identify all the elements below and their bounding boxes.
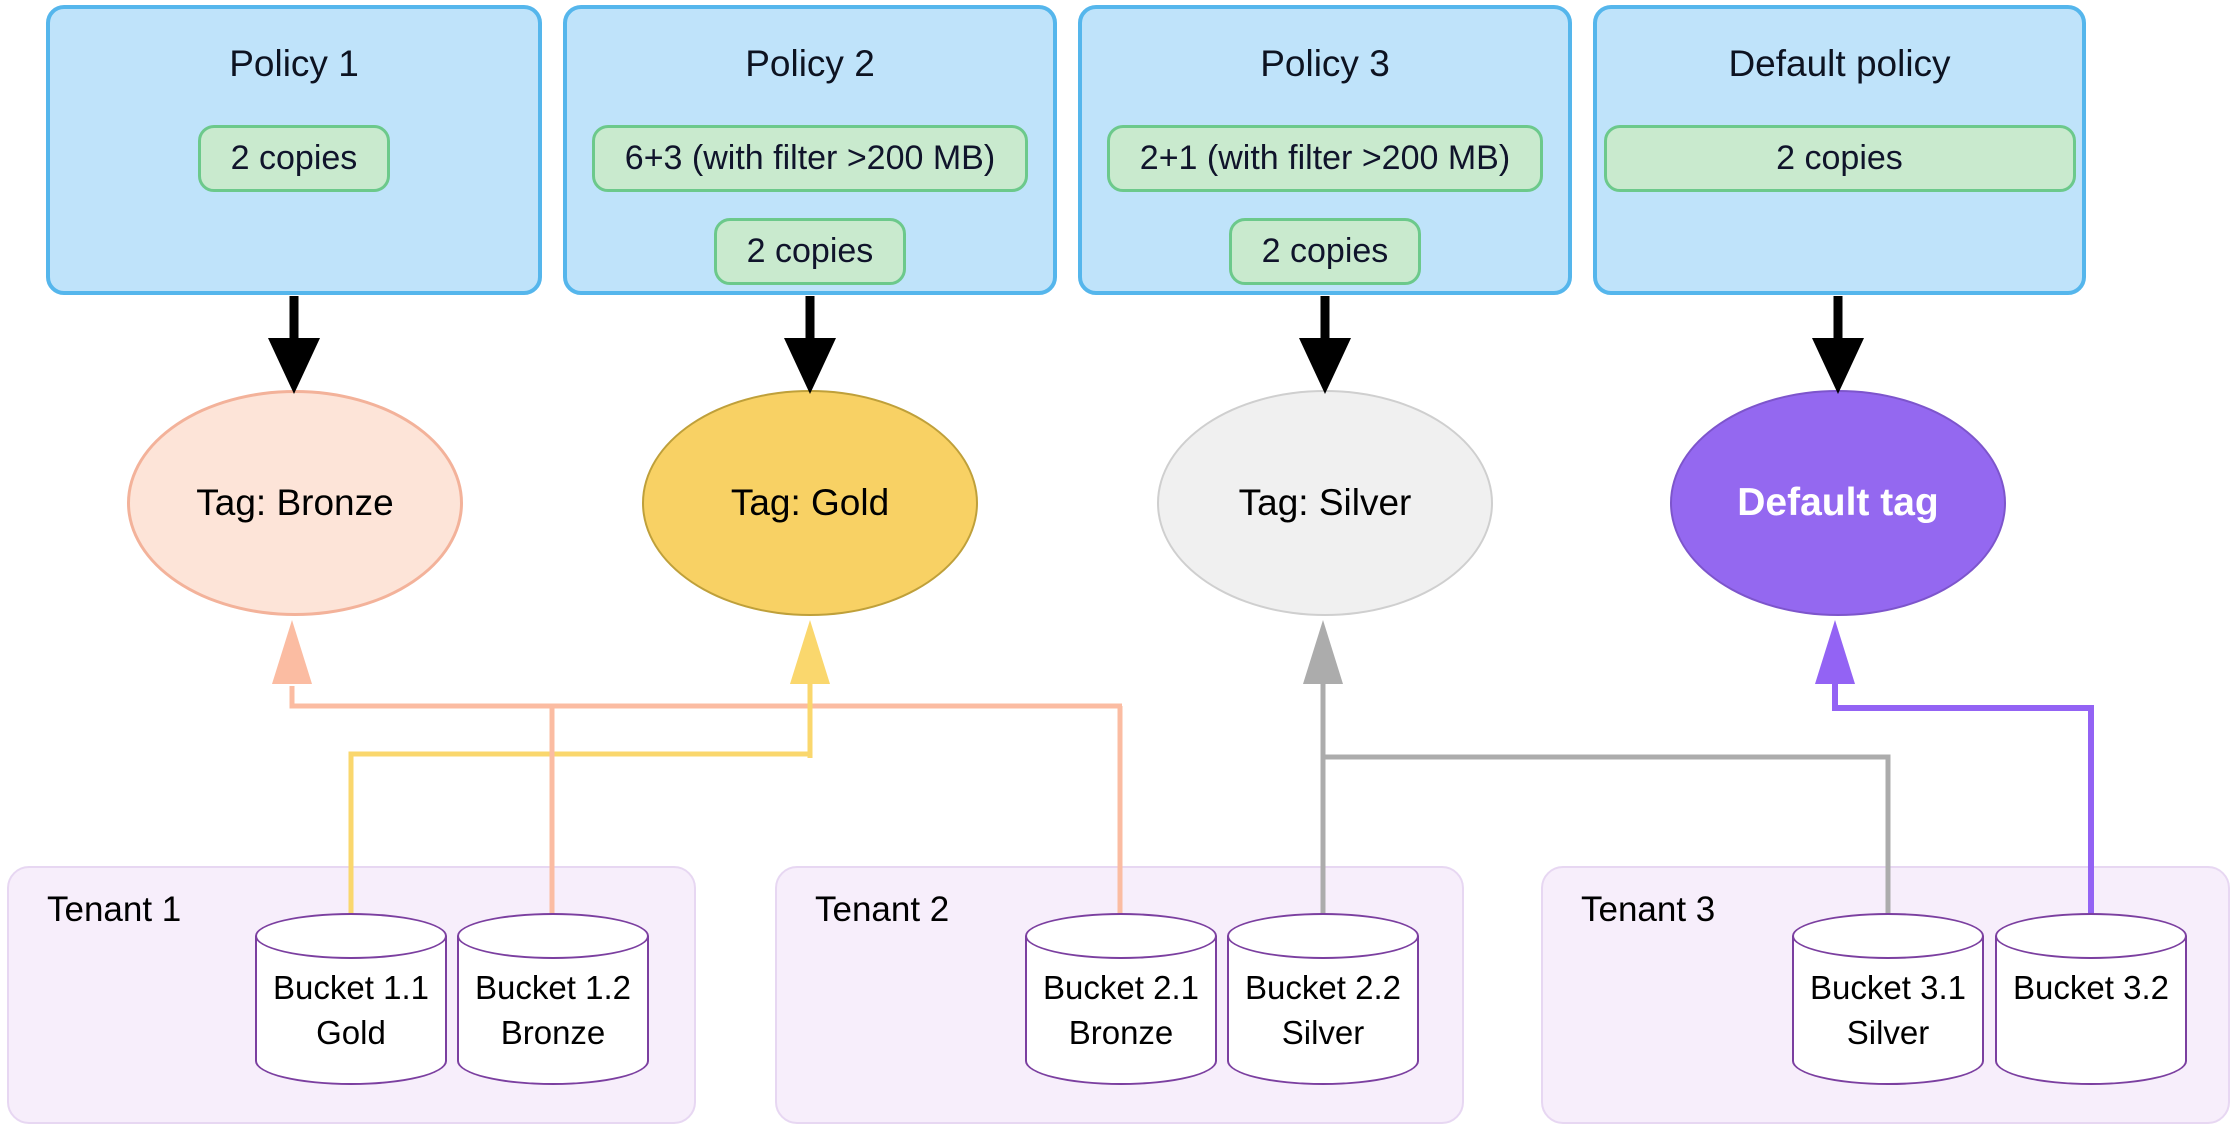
policy2-to-gold-arrow-icon [784, 296, 836, 394]
gold-connector-line [348, 751, 810, 945]
bucket-top [1227, 913, 1419, 959]
rule-pill: 6+3 (with filter >200 MB) [591, 125, 1029, 192]
bucket-cylinder-1-2: Bucket 1.2 Bronze [457, 913, 649, 1085]
bronze-connector-line [289, 686, 1123, 945]
bucket-body [1227, 936, 1419, 1085]
bucket-name: Bucket 1.1 [273, 969, 429, 1006]
bucket-tag: Gold [316, 1014, 386, 1051]
bucket-cylinder-2-2: Bucket 2.2 Silver [1227, 913, 1419, 1085]
bucket-top [255, 913, 447, 959]
default-connector-line [1832, 682, 2094, 945]
policy-title: Policy 1 [229, 43, 359, 84]
bucket-name: Bucket 2.2 [1245, 969, 1401, 1006]
tenant-label: Tenant 2 [815, 890, 950, 929]
bucket-top [1995, 913, 2187, 959]
default-connector-arrow-icon [1815, 620, 1855, 684]
bucket-name: Bucket 3.1 [1810, 969, 1966, 1006]
policy-box-2: Policy 2 6+3 (with filter >200 MB) 2 cop… [563, 5, 1057, 295]
bucket-body [1025, 936, 1217, 1085]
policy-box-1: Policy 1 2 copies [46, 5, 542, 295]
bucket-tag: Bronze [1068, 1014, 1174, 1051]
bucket-top [1792, 913, 1984, 959]
bucket-cylinder-3-1: Bucket 3.1 Silver [1792, 913, 1984, 1085]
bucket-body [1995, 936, 2187, 1085]
silver-connector-line [1320, 682, 1891, 945]
bucket-tag: Silver [1281, 1014, 1365, 1051]
bucket-tag: Silver [1846, 1014, 1930, 1051]
bucket-cylinder-3-2: Bucket 3.2 [1995, 913, 2187, 1085]
policy-box-default: Default policy 2 copies [1593, 5, 2086, 295]
tag-ellipse-silver: Tag: Silver [1157, 390, 1493, 616]
tag-label: Tag: Silver [1238, 482, 1412, 523]
rule-pill: 2 copies [1228, 218, 1422, 285]
bucket-top [1025, 913, 1217, 959]
policy-title: Policy 2 [745, 43, 875, 84]
tenant-label: Tenant 1 [47, 890, 182, 929]
bucket-body [255, 936, 447, 1085]
rule-pill: 2 copies [713, 218, 907, 285]
bucket-body [1792, 936, 1984, 1085]
policy3-to-silver-arrow-icon [1299, 296, 1351, 394]
bucket-top [457, 913, 649, 959]
bronze-connector-arrow-icon [272, 620, 312, 684]
default-policy-to-default-tag-arrow-icon [1812, 296, 1864, 394]
bucket-tag: Bronze [500, 1014, 606, 1051]
policy-title: Policy 3 [1260, 43, 1390, 84]
tag-label: Tag: Bronze [196, 482, 394, 523]
rule-pill: 2 copies [1603, 125, 2076, 192]
bucket-name: Bucket 3.2 [2013, 969, 2169, 1006]
tag-label: Tag: Gold [730, 482, 890, 523]
bucket-name: Bucket 2.1 [1043, 969, 1199, 1006]
bucket-name: Bucket 1.2 [475, 969, 631, 1006]
bucket-body [457, 936, 649, 1085]
tag-ellipse-default: Default tag [1670, 390, 2006, 616]
tag-ellipse-bronze: Tag: Bronze [127, 390, 463, 616]
tag-label: Default tag [1737, 481, 1939, 524]
bucket-cylinder-2-1: Bucket 2.1 Bronze [1025, 913, 1217, 1085]
policy-title: Default policy [1728, 43, 1951, 84]
silver-connector-arrow-icon [1303, 620, 1343, 684]
bucket-cylinder-1-1: Bucket 1.1 Gold [255, 913, 447, 1085]
gold-connector-arrow-icon [790, 620, 830, 758]
policy-box-3: Policy 3 2+1 (with filter >200 MB) 2 cop… [1078, 5, 1572, 295]
tenant-label: Tenant 3 [1581, 890, 1716, 929]
rule-pill: 2 copies [197, 125, 391, 192]
policy1-to-bronze-arrow-icon [268, 296, 320, 394]
tag-ellipse-gold: Tag: Gold [642, 390, 978, 616]
rule-pill: 2+1 (with filter >200 MB) [1106, 125, 1544, 192]
